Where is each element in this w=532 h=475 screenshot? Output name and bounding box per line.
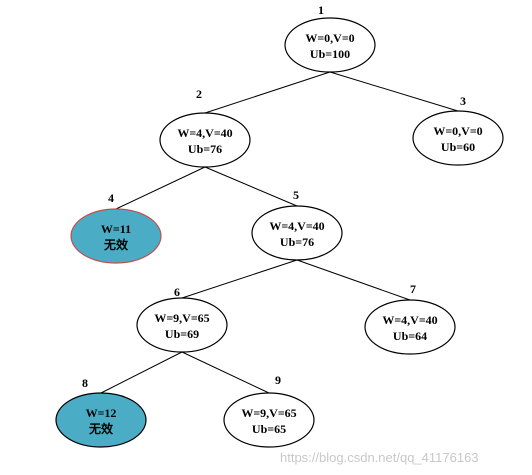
- node-label-line1-2: W=4,V=40: [177, 126, 232, 140]
- tree-node-3: W=0,V=0Ub=60 3: [412, 94, 504, 166]
- node-label-line2-2: Ub=76: [188, 142, 222, 156]
- tree-edges: [100, 71, 459, 394]
- node-label-line2-7: Ub=64: [393, 329, 427, 343]
- node-number-1: 1: [318, 3, 324, 17]
- edge-6-9: [181, 351, 270, 394]
- node-ellipse-1: [284, 17, 376, 73]
- node-label-line1-7: W=4,V=40: [382, 313, 437, 327]
- node-label-line1-5: W=4,V=40: [269, 219, 324, 233]
- edge-2-5: [204, 166, 298, 207]
- edge-1-3: [329, 71, 459, 112]
- edge-5-6: [181, 259, 298, 299]
- node-ellipse-4: [70, 208, 162, 264]
- edge-6-8: [100, 351, 183, 394]
- node-number-8: 8: [82, 376, 88, 390]
- tree-nodes: W=0,V=0Ub=1001W=4,V=40Ub=762W=0,V=0Ub=60…: [55, 3, 504, 448]
- node-label-line1-9: W=9,V=65: [241, 406, 296, 420]
- node-label-line2-3: Ub=60: [441, 140, 475, 154]
- node-label-line1-4: W=11: [101, 222, 131, 236]
- node-label-line1-3: W=0,V=0: [433, 124, 482, 138]
- node-ellipse-8: [55, 392, 147, 448]
- edge-1-2: [204, 71, 331, 114]
- edge-5-7: [296, 259, 411, 301]
- edge-2-4: [115, 166, 206, 210]
- node-number-6: 6: [174, 285, 180, 299]
- watermark-text: https://blog.csdn.net/qq_41176163: [280, 450, 479, 465]
- node-label-line2-6: Ub=69: [165, 327, 199, 341]
- node-label-line2-9: Ub=65: [252, 422, 286, 436]
- node-label-line1-6: W=9,V=65: [154, 311, 209, 325]
- node-number-3: 3: [460, 94, 466, 108]
- node-number-4: 4: [108, 191, 114, 205]
- node-number-5: 5: [293, 188, 299, 202]
- node-ellipse-7: [364, 299, 456, 355]
- node-ellipse-6: [136, 297, 228, 353]
- node-number-7: 7: [410, 282, 416, 296]
- node-label-line2-8: 无效: [88, 421, 114, 436]
- node-label-line2-4: 无效: [103, 237, 129, 252]
- tree-node-1: W=0,V=0Ub=100 1: [284, 3, 376, 73]
- node-label-line2-1: Ub=100: [310, 47, 350, 61]
- node-number-9: 9: [275, 373, 281, 387]
- node-ellipse-9: [223, 392, 315, 448]
- node-ellipse-3: [412, 110, 504, 166]
- node-label-line2-5: Ub=76: [280, 235, 314, 249]
- node-label-line1-8: W=12: [86, 406, 117, 420]
- node-label-line1-1: W=0,V=0: [305, 31, 354, 45]
- node-number-2: 2: [196, 87, 202, 101]
- node-ellipse-2: [159, 112, 251, 168]
- node-ellipse-5: [251, 205, 343, 261]
